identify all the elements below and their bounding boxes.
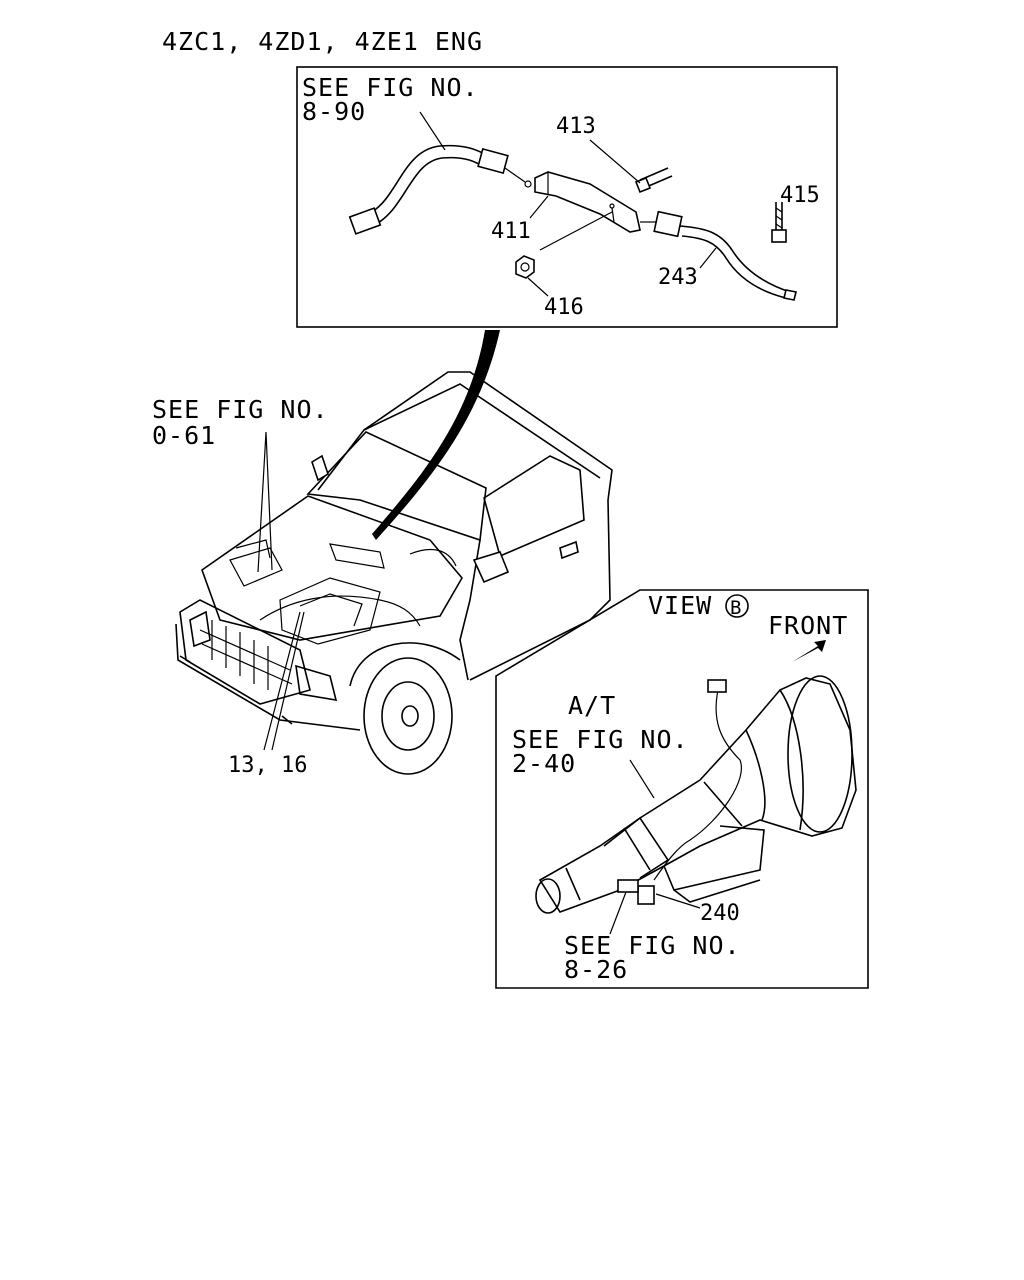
at-label: A/T xyxy=(568,691,616,720)
view-b-ref2-line2: 8-26 xyxy=(564,955,628,984)
transmission-drawing xyxy=(535,675,857,914)
top-ref-leader xyxy=(419,111,446,151)
view-b-inset: VIEW B FRONT A/T SEE FIG NO. 2-40 xyxy=(495,589,869,989)
front-arrow-icon xyxy=(792,640,826,662)
view-b-marker-circle xyxy=(725,594,749,618)
top-inset-frame xyxy=(296,66,838,328)
bolt-415 xyxy=(771,202,787,243)
view-b-ref1-line1: SEE FIG NO. xyxy=(512,725,689,754)
vehicle-ref-line2: 0-61 xyxy=(152,421,216,450)
part-416-leader xyxy=(527,277,549,297)
vehicle-part-label: 13, 16 xyxy=(228,753,307,778)
part-411-leader-2 xyxy=(539,211,613,251)
part-415-label: 415 xyxy=(780,183,820,208)
view-b-title: VIEW xyxy=(648,591,712,620)
part-243-label: 243 xyxy=(658,265,698,290)
bolt-413 xyxy=(634,167,673,194)
view-b-frame xyxy=(495,589,869,989)
truck-drawing xyxy=(175,371,613,775)
part-416-label: 416 xyxy=(544,295,584,320)
sensor-bracket-411 xyxy=(534,171,641,233)
view-b-ref2-line1: SEE FIG NO. xyxy=(564,931,741,960)
part-413-leader xyxy=(589,139,641,184)
harness-cable-left xyxy=(348,144,532,235)
view-b-marker: B xyxy=(730,597,741,619)
part-411-label: 411 xyxy=(491,219,531,244)
inset-pointer xyxy=(372,330,500,540)
part-240-label: 240 xyxy=(700,901,740,926)
part-243-leader xyxy=(699,247,717,269)
part-411-leader xyxy=(529,195,549,219)
view-b-ref1-leader xyxy=(629,759,655,799)
view-b-ref1-line2: 2-40 xyxy=(512,749,576,778)
part-240-leader xyxy=(655,893,701,909)
front-label: FRONT xyxy=(768,611,848,640)
nut-416 xyxy=(515,255,535,279)
diagram-title: 4ZC1, 4ZD1, 4ZE1 ENG xyxy=(162,27,483,56)
top-inset: SEE FIG NO. 8-90 413 411 xyxy=(296,66,838,328)
top-ref-line2: 8-90 xyxy=(302,97,366,126)
sensor-cable-243 xyxy=(640,210,797,301)
vehicle-ref-leader xyxy=(257,431,273,573)
vehicle-ref-line1: SEE FIG NO. xyxy=(152,395,329,424)
top-ref-line1: SEE FIG NO. xyxy=(302,73,479,102)
view-b-ref2-leader xyxy=(609,891,627,935)
part-413-label: 413 xyxy=(556,114,596,139)
